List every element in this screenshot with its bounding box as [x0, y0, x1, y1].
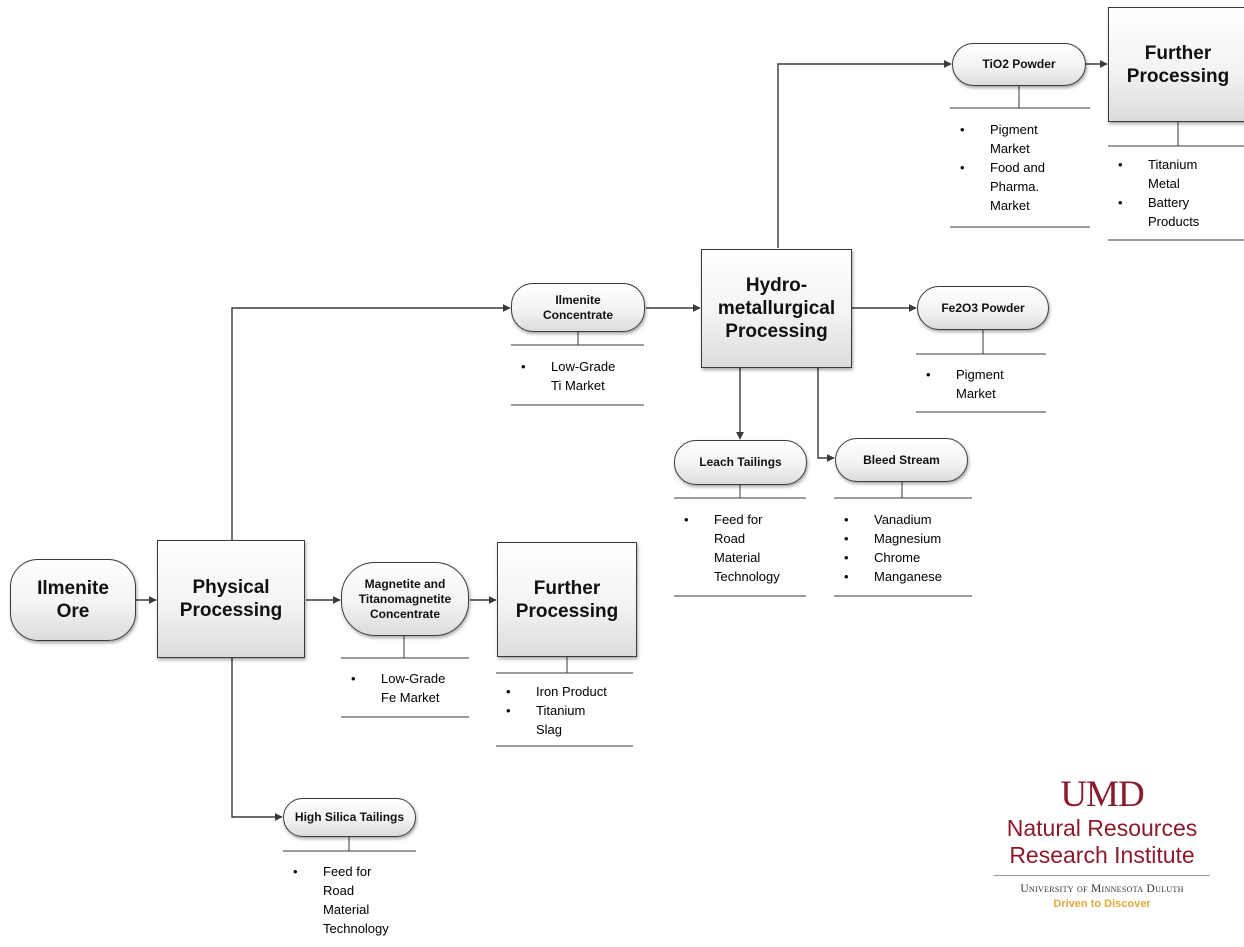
fe2o3-powder-notes: Pigment Market [916, 365, 1046, 403]
arrow-physical-to-ilmenite-concentrate [231, 304, 511, 540]
note-item: Food and Pharma. Market [950, 158, 1090, 215]
further-processing-ti-notes: Titanium Metal Battery Products [1108, 155, 1244, 231]
note-item: Low-Grade Fe Market [341, 669, 469, 707]
high-silica-tailings-node: High Silica Tailings [283, 798, 416, 837]
logo-divider [994, 875, 1210, 876]
further-processing-fe-node: Further Processing [497, 542, 637, 657]
note-item: Titanium Slag [496, 701, 633, 739]
note-item: Iron Product [496, 682, 633, 701]
arrow-hydro-to-tio2 [777, 60, 952, 248]
arrow-hydro-to-bleed [817, 368, 835, 462]
fe2o3-powder-node: Fe2O3 Powder [917, 286, 1049, 330]
logo-institute-line1: Natural Resources [1006, 815, 1198, 841]
ilmenite-ore-node: Ilmenite Ore [10, 559, 136, 641]
bleed-stream-notes: Vanadium Magnesium Chrome Manganese [834, 510, 972, 586]
hydrometallurgical-processing-node: Hydro- metallurgical Processing [701, 249, 852, 368]
tio2-powder-node: TiO2 Powder [952, 43, 1086, 86]
note-item: Manganese [834, 567, 972, 586]
magnetite-concentrate-node: Magnetite and Titanomagnetite Concentrat… [341, 562, 469, 636]
magnetite-concentrate-notes: Low-Grade Fe Market [341, 669, 469, 707]
note-item: Feed for Road Material Technology [674, 510, 806, 586]
further-processing-ti-node: Further Processing [1108, 7, 1244, 122]
note-item: Magnesium [834, 529, 972, 548]
note-item: Low-Grade Ti Market [511, 357, 645, 395]
note-item: Battery Products [1108, 193, 1244, 231]
ilmenite-concentrate-node: Ilmenite Concentrate [511, 283, 645, 332]
further-processing-fe-notes: Iron Product Titanium Slag [496, 682, 633, 739]
logo-institute-line2: Research Institute [1009, 842, 1195, 868]
arrow-physical-to-high-silica [231, 658, 283, 821]
physical-processing-node: Physical Processing [157, 540, 305, 658]
umd-nrri-logo: UMD Natural Resources Research Institute… [984, 775, 1220, 910]
logo-university: University of Minnesota Duluth [1020, 883, 1184, 895]
note-item: Feed for Road Material Technology [283, 862, 416, 938]
note-item: Pigment Market [916, 365, 1046, 403]
logo-umd-wordmark: UMD [1060, 774, 1144, 815]
leach-tailings-notes: Feed for Road Material Technology [674, 510, 806, 586]
note-item: Chrome [834, 548, 972, 567]
note-item: Vanadium [834, 510, 972, 529]
logo-tagline: Driven to Discover [1053, 898, 1151, 910]
ilmenite-concentrate-notes: Low-Grade Ti Market [511, 357, 645, 395]
note-item: Pigment Market [950, 120, 1090, 158]
note-item: Titanium Metal [1108, 155, 1244, 193]
leach-tailings-node: Leach Tailings [674, 440, 807, 485]
tio2-powder-notes: Pigment Market Food and Pharma. Market [950, 120, 1090, 215]
high-silica-tailings-notes: Feed for Road Material Technology [283, 862, 416, 938]
bleed-stream-node: Bleed Stream [835, 438, 968, 482]
